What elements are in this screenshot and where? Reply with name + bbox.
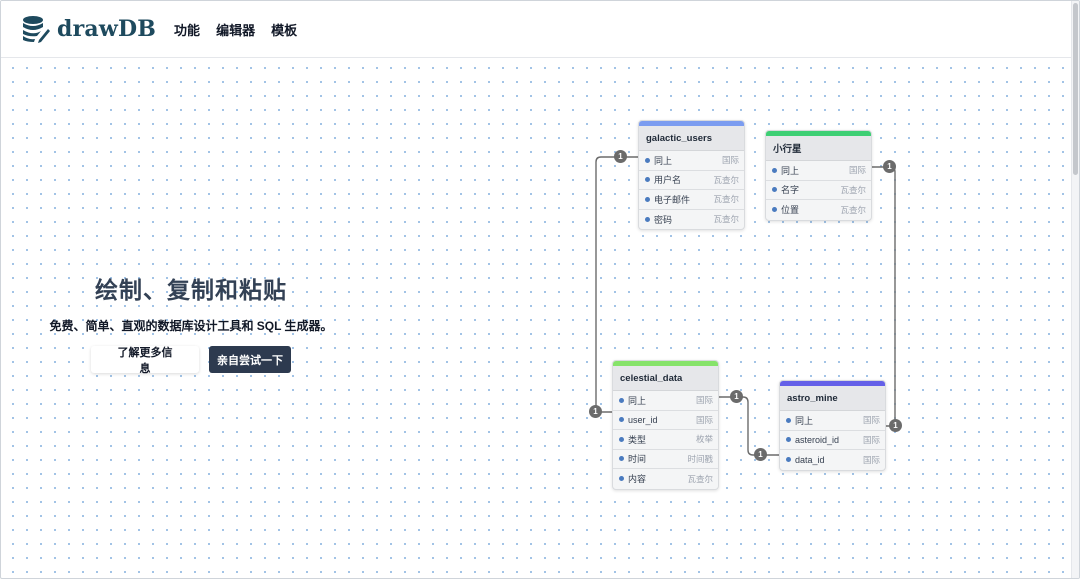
nav-links: 功能 编辑器 模板 — [174, 20, 297, 39]
table-color-bar — [766, 131, 871, 136]
field-dot-icon — [619, 417, 624, 423]
field-type: 瓦查尔 — [713, 194, 739, 205]
field-name: 名字 — [781, 185, 800, 196]
nav-link-templates[interactable]: 模板 — [271, 22, 298, 38]
table-astro-mine[interactable]: astro_mine 同上 国际 asteroid_id 国际 data_id … — [779, 380, 886, 471]
field-name: 同上 — [781, 165, 800, 176]
learn-more-button[interactable]: 了解更多信息 — [91, 346, 199, 375]
table-field[interactable]: 位置 瓦查尔 — [766, 200, 871, 220]
field-name: data_id — [795, 454, 825, 465]
field-name: 同上 — [654, 155, 673, 166]
field-name: 同上 — [795, 415, 814, 426]
field-dot-icon — [772, 167, 777, 173]
field-type: 时间戳 — [687, 453, 713, 464]
field-type: 国际 — [848, 165, 866, 176]
table-field[interactable]: 密码 瓦查尔 — [639, 210, 744, 230]
field-name: 用户名 — [654, 175, 682, 186]
field-name: 同上 — [628, 395, 647, 406]
table-field[interactable]: 内容 瓦查尔 — [613, 469, 718, 489]
field-type: 瓦查尔 — [840, 204, 866, 215]
field-type: 国际 — [695, 414, 713, 425]
field-name: asteroid_id — [795, 434, 840, 445]
relationship-badge[interactable]: 1 — [730, 390, 743, 403]
table-field[interactable]: data_id 国际 — [780, 450, 885, 470]
hero-section: 绘制、复制和粘贴 免费、简单、直观的数据库设计工具和 SQL 生成器。 了解更多… — [41, 271, 341, 375]
table-color-bar — [780, 381, 885, 386]
table-field[interactable]: 同上 国际 — [780, 411, 885, 431]
top-navbar: drawDB 功能 编辑器 模板 — [1, 1, 1073, 58]
table-field[interactable]: 同上 国际 — [639, 151, 744, 171]
field-name: user_id — [628, 414, 658, 425]
brand-name: drawDB — [57, 16, 157, 42]
table-field[interactable]: 电子邮件 瓦查尔 — [639, 190, 744, 210]
field-name: 位置 — [781, 205, 800, 216]
table-galactic-users[interactable]: galactic_users 同上 国际 用户名 瓦查尔 电子邮件 瓦查尔 密码… — [638, 120, 745, 230]
table-color-bar — [613, 361, 718, 366]
hero-buttons: 了解更多信息 亲自尝试一下 — [41, 346, 341, 375]
field-type: 国际 — [862, 454, 880, 465]
table-field[interactable]: user_id 国际 — [613, 411, 718, 430]
field-dot-icon — [619, 476, 624, 482]
field-type: 瓦查尔 — [840, 184, 866, 195]
field-dot-icon — [619, 397, 624, 403]
table-name: galactic_users — [639, 126, 744, 151]
field-type: 瓦查尔 — [713, 174, 739, 185]
nav-link-editor[interactable]: 编辑器 — [216, 22, 256, 38]
field-dot-icon — [772, 187, 777, 193]
field-type: 枚举 — [695, 434, 713, 445]
table-color-bar — [639, 121, 744, 126]
field-dot-icon — [786, 417, 791, 423]
try-it-button[interactable]: 亲自尝试一下 — [209, 346, 291, 373]
field-name: 电子邮件 — [654, 194, 691, 205]
field-name: 内容 — [628, 474, 647, 485]
table-celestial-data[interactable]: celestial_data 同上 国际 user_id 国际 类型 枚举 时间… — [612, 360, 719, 490]
field-type: 瓦查尔 — [687, 473, 713, 484]
field-name: 时间 — [628, 454, 647, 465]
field-name: 类型 — [628, 434, 647, 445]
table-name: astro_mine — [780, 386, 885, 411]
field-type: 国际 — [862, 415, 880, 426]
field-dot-icon — [772, 207, 777, 213]
brand-logo[interactable]: drawDB — [21, 14, 156, 44]
field-dot-icon — [645, 216, 650, 222]
table-field[interactable]: 同上 国际 — [766, 161, 871, 181]
field-type: 国际 — [695, 395, 713, 406]
relationship-badge[interactable]: 1 — [754, 448, 767, 461]
vertical-scrollbar[interactable] — [1071, 1, 1079, 578]
field-dot-icon — [786, 457, 791, 463]
table-field[interactable]: 用户名 瓦查尔 — [639, 171, 744, 190]
table-name: 小行星 — [766, 136, 871, 161]
table-field[interactable]: 同上 国际 — [613, 391, 718, 411]
field-dot-icon — [645, 196, 650, 202]
field-type: 国际 — [721, 155, 739, 166]
relationship-badge[interactable]: 1 — [889, 419, 902, 432]
field-name: 密码 — [654, 214, 673, 225]
relationship-badge[interactable]: 1 — [883, 160, 896, 173]
table-field[interactable]: 时间 时间戳 — [613, 450, 718, 469]
table-field[interactable]: 名字 瓦查尔 — [766, 181, 871, 200]
database-pencil-icon — [23, 16, 50, 43]
hero-subtitle: 免费、简单、直观的数据库设计工具和 SQL 生成器。 — [49, 319, 333, 333]
table-name: celestial_data — [613, 366, 718, 391]
field-type: 国际 — [862, 434, 880, 445]
field-type: 瓦查尔 — [713, 214, 739, 225]
hero-title: 绘制、复制和粘贴 — [95, 277, 287, 303]
table-asteroids[interactable]: 小行星 同上 国际 名字 瓦查尔 位置 瓦查尔 — [765, 130, 872, 221]
relationship-badge[interactable]: 1 — [589, 405, 602, 418]
relationship-badge[interactable]: 1 — [614, 150, 627, 163]
nav-link-features[interactable]: 功能 — [174, 22, 201, 38]
field-dot-icon — [619, 436, 624, 442]
table-field[interactable]: asteroid_id 国际 — [780, 431, 885, 450]
field-dot-icon — [619, 456, 624, 462]
field-dot-icon — [786, 437, 791, 443]
field-dot-icon — [645, 157, 650, 163]
table-field[interactable]: 类型 枚举 — [613, 430, 718, 450]
scrollbar-thumb[interactable] — [1073, 3, 1078, 175]
field-dot-icon — [645, 177, 650, 183]
